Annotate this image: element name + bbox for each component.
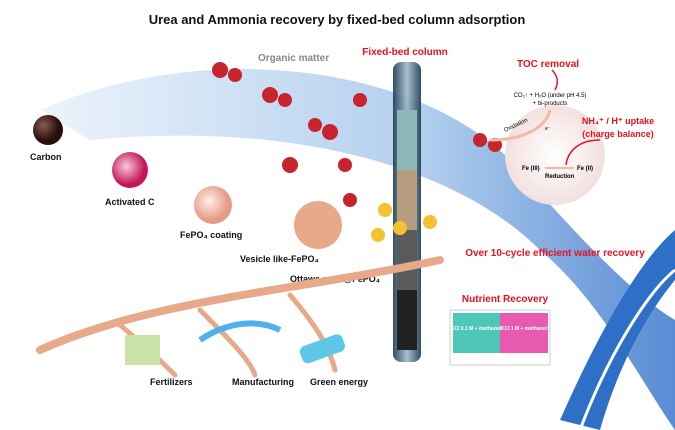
eluent-2-label: KCl 1 M + methanol [501,326,548,332]
fepo4-coating-label: FePO₄ coating [180,230,242,240]
diagram-title: Urea and Ammonia recovery by fixed-bed c… [149,12,526,27]
carbon-particle [33,115,63,145]
toc-removal-label: TOC removal [517,59,579,70]
fertilizers-label: Fertilizers [150,377,193,387]
dollar-coins [371,203,437,242]
toc-arrow [551,69,559,91]
battery-icon [299,334,346,364]
fe-ii-label: Fe (II) [577,166,593,172]
redox-circle [505,105,605,205]
organic-matter-label: Organic matter [258,53,329,64]
uptake-line1: NH₄⁺ / H⁺ uptake [582,116,654,126]
uptake-arrow [565,139,601,166]
activated-c-particle [112,152,148,188]
vesicle-particle [294,201,342,249]
nutrient-recovery-label: Nutrient Recovery [462,294,549,305]
products-line1: CO₂↑ + H₂O (under pH 4.5) [514,93,587,99]
water-flow [40,69,675,430]
electron-label: e⁻ [545,126,551,132]
vesicle-label: Vesicle like-FePO₄ [240,254,319,264]
eluent-1-label: KCl 0.1 M + methanol [451,326,502,332]
carbon-label: Carbon [30,152,62,162]
uptake-line2: (charge balance) [582,129,654,139]
oxidation-arrow [489,109,552,142]
fe-iii-label: Fe (III) [522,166,540,172]
water-recovery-label: Over 10-cycle efficient water recovery [465,248,645,259]
reduction-label: Reduction [545,174,575,180]
products-line2: + bi-products [533,101,568,107]
fepo4-coated-particle [194,186,232,224]
fixed-bed-column-label: Fixed-bed column [362,47,448,58]
nutrient-recovery-panel: KCl 0.1 M + methanol KCl 1 M + methanol [449,309,551,366]
fixed-bed-column [393,62,421,362]
manufacturing-fibers-icon [198,320,282,343]
green-energy-label: Green energy [310,377,368,387]
manufacturing-label: Manufacturing [232,377,294,387]
fertilizer-bags-icon [125,335,160,365]
organic-matter-molecules [212,62,502,207]
activated-c-label: Activated C [105,197,155,207]
